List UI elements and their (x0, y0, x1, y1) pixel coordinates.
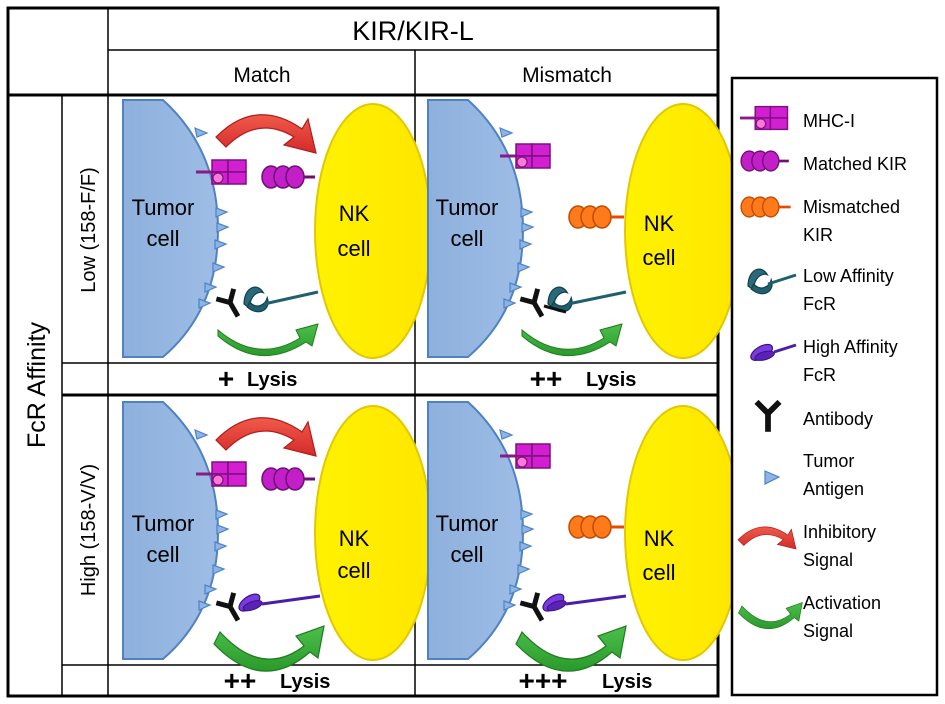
low-affinity-fcr-molecule (239, 283, 272, 317)
nk-cell (624, 103, 742, 359)
mismatched-kir-molecule (567, 514, 626, 540)
antibody-icon (216, 289, 246, 322)
legend-label-activation-signal: Activation (803, 593, 881, 613)
nk-cell-label: NK (644, 211, 675, 236)
nk-cell-label: cell (337, 558, 370, 583)
tumor-cell-label: cell (146, 542, 179, 567)
activation-signal-arrow (521, 323, 623, 357)
panel-low-mismatch (427, 99, 742, 359)
row-label-low: Low (158-F/F) (78, 167, 100, 293)
legend-label-high-affinity-fcr: High Affinity (803, 337, 898, 357)
high-affinity-fcr-molecule (537, 589, 570, 617)
legend-label-mismatched-kir: Mismatched (803, 197, 900, 217)
legend-label-activation-signal: Signal (803, 621, 853, 641)
legend-label-inhibitory-signal: Signal (803, 550, 853, 570)
activation-signal-arrow (217, 323, 319, 357)
lysis-label: Lysis (602, 671, 652, 693)
matched-kir-molecule (260, 466, 317, 492)
panel-high-mismatch (427, 401, 742, 672)
lysis-sign-high-match: ++ (224, 665, 257, 696)
low-affinity-fcr-icon (743, 265, 797, 299)
header-title: KIR/KIR-L (352, 16, 474, 46)
tumor-cell-label: cell (450, 226, 483, 251)
panel-low-match (122, 99, 432, 359)
mismatched-kir-molecule (567, 204, 626, 230)
nk-cell (314, 405, 432, 661)
tumor-cell-label: Tumor (132, 195, 195, 220)
panel-high-match (122, 401, 432, 672)
inhibitory-signal-arrow (215, 114, 317, 154)
legend-label-low-affinity-fcr: FcR (803, 294, 836, 314)
tumor-antigen-icon (764, 470, 781, 485)
legend-label-tumor-antigen: Antigen (803, 479, 864, 499)
nk-cell-label: NK (339, 201, 370, 226)
legend-label-mhc-i: MHC-I (803, 111, 855, 131)
nk-cell-label: NK (339, 526, 370, 551)
nk-cell (314, 103, 432, 359)
legend-label-matched-kir: Matched KIR (803, 154, 907, 174)
matched-kir-molecule (260, 164, 317, 190)
lysis-sign-high-mismatch: +++ (518, 665, 567, 696)
nk-cell-label: cell (337, 236, 370, 261)
tumor-cell-label: Tumor (436, 195, 499, 220)
lysis-label: Lysis (586, 369, 636, 391)
nk-cell (624, 405, 742, 661)
column-header-match: Match (233, 64, 290, 87)
legend-label-antibody: Antibody (803, 409, 873, 429)
legend-label-low-affinity-fcr: Low Affinity (803, 266, 894, 286)
legend-label-mismatched-kir: KIR (803, 225, 833, 245)
lysis-sign-low-mismatch: ++ (530, 363, 563, 394)
nk-cell-label: NK (644, 526, 675, 551)
inhibitory-signal-arrow (215, 417, 317, 457)
lysis-sign-low-match: + (218, 363, 234, 394)
legend-label-tumor-antigen: Tumor (803, 451, 854, 471)
legend-label-high-affinity-fcr: FcR (803, 365, 836, 385)
nk-cell-label: cell (642, 560, 675, 585)
column-header-mismatch: Mismatch (522, 64, 612, 87)
tumor-cell-label: cell (146, 226, 179, 251)
matrix-table (6, 6, 720, 698)
tumor-cell-label: Tumor (436, 511, 499, 536)
tumor-cell-label: Tumor (132, 511, 195, 536)
legend-label-inhibitory-signal: Inhibitory (803, 522, 876, 542)
high-affinity-fcr-molecule (233, 589, 266, 617)
tumor-cell-label: cell (450, 542, 483, 567)
lysis-label: Lysis (280, 671, 330, 693)
high-affinity-fcr-icon (746, 339, 797, 366)
row-label-high: High (158-V/V) (78, 464, 100, 596)
row-axis-label: FcR Affinity (23, 322, 51, 448)
nk-cell-label: cell (642, 245, 675, 270)
legend: MHC-I Matched KIR Mismatched KIR Low Aff… (730, 76, 939, 697)
lysis-label: Lysis (247, 369, 297, 391)
